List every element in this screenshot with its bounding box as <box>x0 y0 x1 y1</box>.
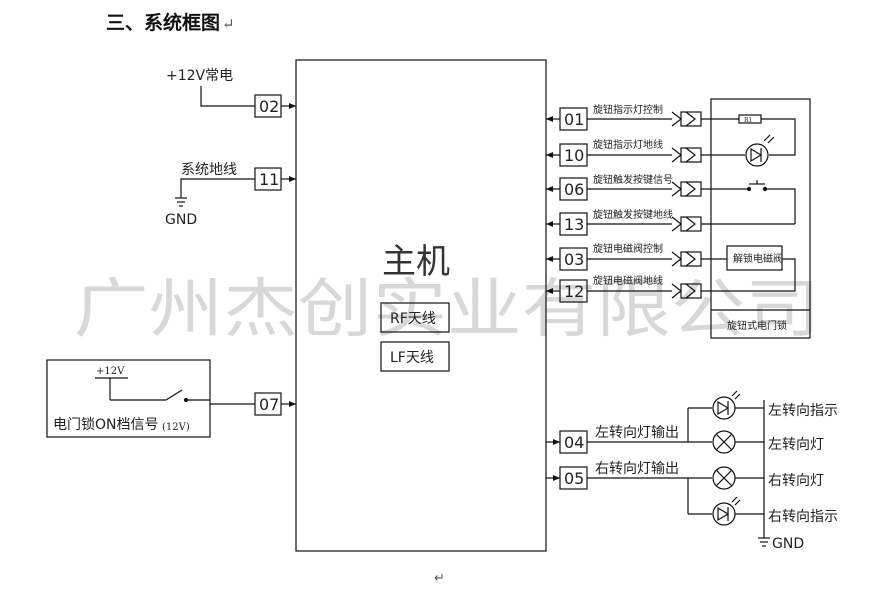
arrow-in-icon <box>289 103 296 109</box>
knob-lock-box <box>710 98 811 339</box>
switch-icon <box>165 389 189 403</box>
output-03-solenoid-control: 03 旋钮电磁阀控制 解锁电磁阀 <box>546 242 796 292</box>
led-icon <box>712 390 741 420</box>
output-06-knob-button-signal: 06 旋钮触发按键信号 <box>546 173 796 224</box>
left-turn-output-label: 左转向灯输出 <box>595 425 679 441</box>
lamp-icon <box>712 430 736 454</box>
arrow-out-icon <box>546 186 553 192</box>
arrow-out-icon <box>546 221 553 227</box>
knob-button-signal-label: 旋钮触发按键信号 <box>593 173 673 186</box>
arrow-out-icon <box>553 439 560 445</box>
ignition-switch-box <box>46 359 211 438</box>
push-button-icon <box>746 180 768 192</box>
main-unit: 主机 RF天线 LF天线 <box>295 59 547 552</box>
input-11-system-ground: 系统地线 GND 11 <box>165 162 296 228</box>
knob-lock-title: 旋钮式电门锁 <box>727 319 787 332</box>
knob-light-ground-label: 旋钮指示灯地线 <box>593 138 663 151</box>
constant-power-label: +12V常电 <box>166 68 233 84</box>
ground-gnd-label: GND <box>165 212 197 228</box>
arrow-out-icon <box>546 116 553 122</box>
input-07-ignition-signal: +12V 电门锁ON档信号 (12V) 07 <box>46 359 296 438</box>
right-turn-output-label: 右转向灯输出 <box>595 461 679 477</box>
paragraph-mark-icon: ↵ <box>434 571 445 586</box>
pin-01-label: 01 <box>564 110 584 129</box>
right-turn-lamp-label: 右转向灯 <box>768 473 824 489</box>
knob-ignition-lock: 旋钮式电门锁 <box>710 98 811 339</box>
connector-icon <box>671 216 702 232</box>
rf-antenna-label: RF天线 <box>390 311 436 327</box>
pin-12-label: 12 <box>564 282 584 301</box>
lf-antenna-box <box>380 341 450 372</box>
output-12-solenoid-ground: 12 旋钮电磁阀地线 <box>546 274 702 303</box>
resistor-label: R1 <box>744 117 752 124</box>
left-turn-lamp-label: 左转向灯 <box>768 437 824 453</box>
section-heading: 三、系统框图↵ <box>106 8 235 35</box>
rf-antenna-box <box>380 302 450 333</box>
right-turn-indicator-label: 右转向指示 <box>768 509 838 525</box>
led-icon <box>745 134 775 167</box>
system-ground-label: 系统地线 <box>181 162 237 178</box>
ignition-signal-note: (12V) <box>162 422 190 433</box>
arrow-out-icon <box>546 256 553 262</box>
output-13-knob-button-ground: 13 旋钮触发按键地线 <box>546 208 795 236</box>
output-04-left-turn: 04 左转向灯输出 左转向指示 左转向灯 <box>546 390 838 454</box>
connector-icon <box>671 251 702 267</box>
pin-03-label: 03 <box>564 250 584 269</box>
connector-icon <box>671 283 702 299</box>
connector-icon <box>671 111 702 127</box>
pin-05-label: 05 <box>564 469 584 488</box>
connector-icon <box>671 147 702 163</box>
ignition-supply-label: +12V <box>96 366 125 377</box>
turn-ground-gnd-label: GND <box>772 536 804 552</box>
lamp-icon <box>712 466 736 490</box>
led-icon <box>712 496 741 526</box>
output-10-knob-light-ground: 10 旋钮指示灯地线 <box>546 134 775 167</box>
solenoid-label: 解锁电磁阀 <box>733 252 783 265</box>
pin-02-label: 02 <box>259 97 279 116</box>
section-heading-text: 三、系统框图 <box>106 12 221 34</box>
pin-13-label: 13 <box>564 215 584 234</box>
ground-icon <box>758 537 770 547</box>
pin-04-label: 04 <box>564 433 584 452</box>
connector-icon <box>671 181 702 197</box>
solenoid-ground-label: 旋钮电磁阀地线 <box>593 274 663 287</box>
ground-icon <box>175 197 187 207</box>
arrow-out-icon <box>546 152 553 158</box>
paragraph-mark-icon: ↵ <box>222 15 235 33</box>
pin-07-label: 07 <box>259 395 279 414</box>
solenoid-box <box>726 245 783 271</box>
pin-10-label: 10 <box>564 146 584 165</box>
arrow-in-icon <box>289 176 296 182</box>
input-02-constant-power: +12V常电 02 <box>166 68 296 118</box>
pin-11-label: 11 <box>259 170 279 189</box>
solenoid-control-label: 旋钮电磁阀控制 <box>593 242 663 255</box>
output-01-knob-light-control: 01 旋钮指示灯控制 R1 <box>546 103 796 156</box>
main-unit-box <box>295 59 547 552</box>
company-watermark: 广州杰创实业有限公司 <box>74 273 820 347</box>
left-turn-indicator-label: 左转向指示 <box>768 403 838 419</box>
lf-antenna-label: LF天线 <box>390 350 434 366</box>
arrow-out-icon <box>553 475 560 481</box>
output-05-right-turn: 05 右转向灯输出 右转向灯 右转向指示 <box>546 461 838 526</box>
arrow-out-icon <box>546 288 553 294</box>
turn-lamp-ground: GND <box>758 400 804 552</box>
ignition-signal-label: 电门锁ON档信号 <box>53 417 159 433</box>
arrow-in-icon <box>289 401 296 407</box>
main-unit-label: 主机 <box>382 242 450 282</box>
knob-light-control-label: 旋钮指示灯控制 <box>593 103 663 116</box>
knob-button-ground-label: 旋钮触发按键地线 <box>593 208 673 221</box>
pin-06-label: 06 <box>564 180 584 199</box>
